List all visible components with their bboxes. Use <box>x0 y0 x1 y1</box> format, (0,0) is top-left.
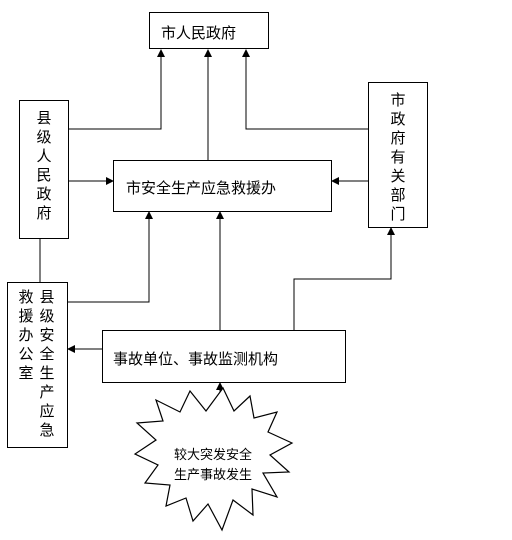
accident-event-label-line1: 较大突发安全 <box>174 448 253 463</box>
arrow-unit-to-departments <box>293 227 395 330</box>
arrow-county-office-to-city-office <box>68 211 153 303</box>
accident-unit-box: 事故单位、事故监测机构 <box>102 330 346 383</box>
county-government-label: 县级人民政府 <box>36 109 52 222</box>
county-emergency-office-box: 县级安全生产应急 救援办公室 <box>7 282 68 448</box>
accident-event-label-line2: 生产事故发生 <box>174 468 253 483</box>
county-emergency-office-label-col1: 县级安全生产应急 <box>39 288 55 439</box>
city-emergency-office-box: 市安全生产应急救援办 <box>113 160 332 212</box>
city-government-label: 市人民政府 <box>161 24 237 42</box>
arrow-county-to-city-gov <box>68 49 165 130</box>
county-emergency-office-label-col2: 救援办公室 <box>18 288 34 382</box>
city-government-box: 市人民政府 <box>149 12 269 49</box>
city-emergency-office-label: 市安全生产应急救援办 <box>126 179 277 197</box>
county-government-box: 县级人民政府 <box>19 100 69 239</box>
accident-unit-label: 事故单位、事故监测机构 <box>113 350 279 368</box>
city-departments-box: 市政府有关部门 <box>368 82 428 228</box>
arrow-departments-to-city-gov <box>242 49 368 130</box>
accident-starburst <box>133 386 294 532</box>
city-departments-label: 市政府有关部门 <box>390 91 406 223</box>
